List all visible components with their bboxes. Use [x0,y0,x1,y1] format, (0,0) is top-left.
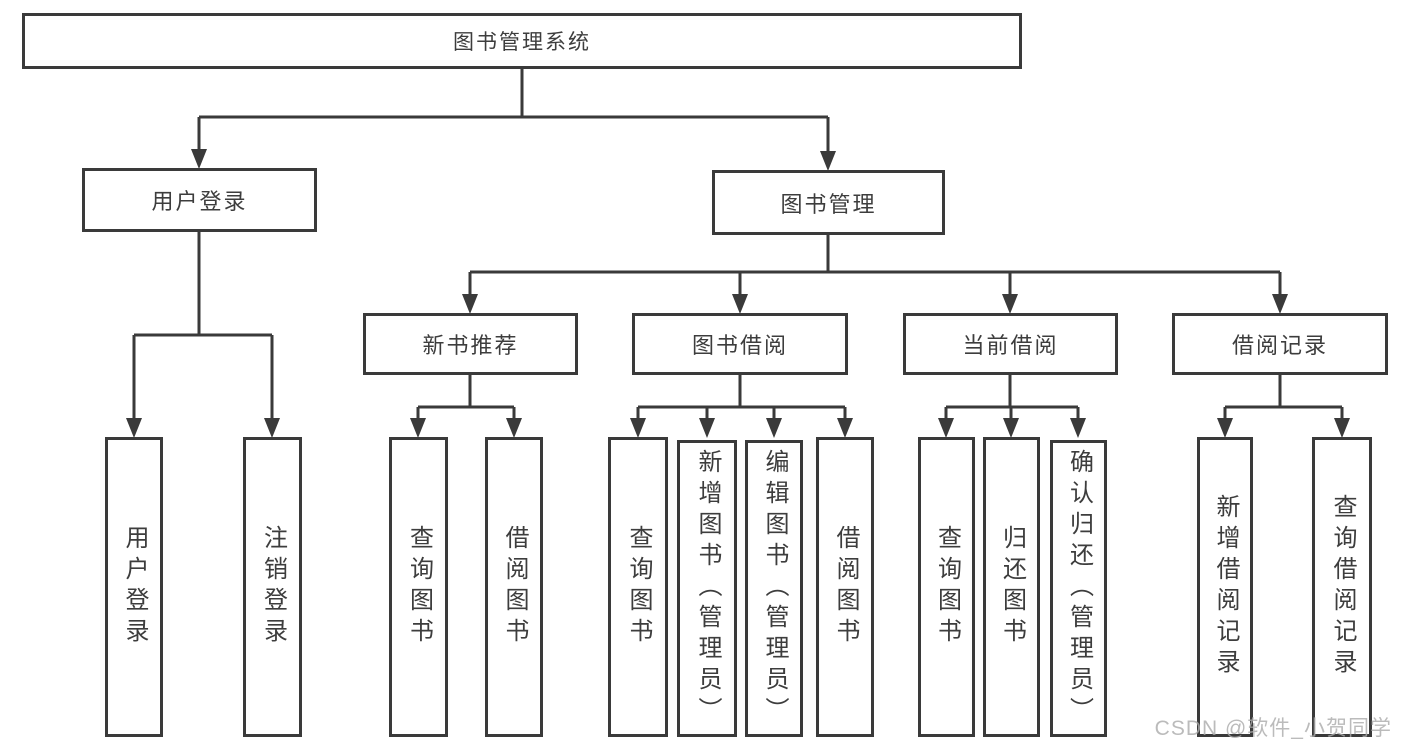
node-label: 查询图书 [933,525,961,649]
node-user-login: 用户登录 [82,168,317,232]
csdn-watermark: CSDN @软件_小贺同学 [1154,717,1392,740]
node-label: 用户登录 [121,525,148,649]
leaf-return-books: 归还图书 [983,437,1040,737]
node-label: 借阅记录 [1231,333,1328,358]
leaf-add-borrow-record: 新增借阅记录 [1197,437,1253,737]
node-label: 图书借阅 [691,333,788,358]
leaf-confirm-return-admin: 确认归还（管理员） [1050,440,1107,737]
node-label: 新增借阅记录 [1212,494,1239,680]
node-label: 新书推荐 [422,333,519,358]
node-label: 查询借阅记录 [1329,494,1356,680]
node-label: 新增图书（管理员） [694,449,721,728]
node-label: 当前借阅 [962,333,1059,358]
node-label: 图书管理 [780,191,877,217]
node-label: 查询图书 [625,525,652,649]
leaf-query-books-borrow: 查询图书 [608,437,668,737]
leaf-query-books-current: 查询图书 [918,437,975,737]
node-borrowing-records: 借阅记录 [1172,313,1388,375]
node-label: 查询图书 [405,525,433,649]
node-label: 借阅图书 [501,525,528,649]
leaf-logout: 注销登录 [243,437,302,737]
leaf-edit-books-admin: 编辑图书（管理员） [745,440,803,737]
node-label: 图书管理系统 [453,31,591,54]
node-current-borrowing: 当前借阅 [903,313,1118,375]
node-label: 注销登录 [259,525,287,649]
node-label: 编辑图书（管理员） [761,449,788,728]
leaf-add-books-admin: 新增图书（管理员） [677,440,737,737]
node-label: 确认归还（管理员） [1065,449,1093,728]
leaf-borrow-books-recommend: 借阅图书 [485,437,543,737]
node-label: 借阅图书 [832,525,859,649]
leaf-user-login: 用户登录 [105,437,163,737]
leaf-borrow-books: 借阅图书 [816,437,874,737]
node-library-management-system: 图书管理系统 [22,13,1022,69]
node-label: 用户登录 [151,189,248,214]
node-label: 归还图书 [998,525,1026,649]
node-book-management: 图书管理 [712,170,945,235]
leaf-query-books-recommend: 查询图书 [389,437,448,737]
node-new-book-recommend: 新书推荐 [363,313,578,375]
leaf-query-borrow-record: 查询借阅记录 [1312,437,1372,737]
node-book-borrowing: 图书借阅 [632,313,848,375]
